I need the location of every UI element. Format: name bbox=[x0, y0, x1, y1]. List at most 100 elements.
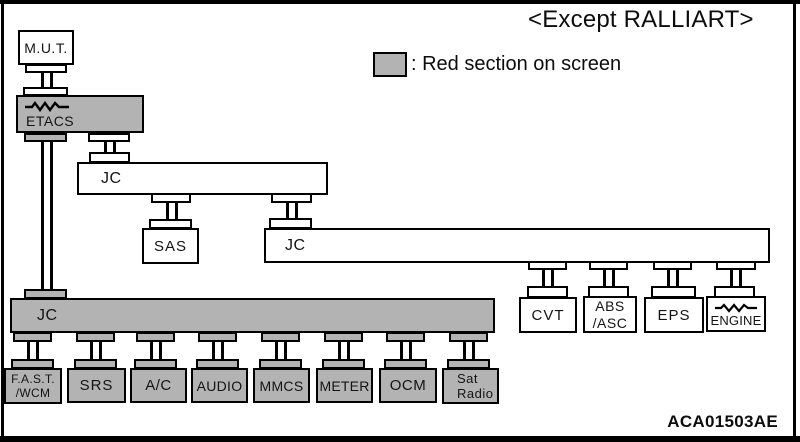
abs-asc-label-line2: /ASC bbox=[592, 314, 628, 331]
audio-label: AUDIO bbox=[196, 377, 243, 394]
connector-etacs-jclower-bar-top bbox=[24, 133, 67, 142]
connector-jclower-audio-bar-top bbox=[198, 332, 237, 342]
connector-jclower-satradio-bar-bottom bbox=[447, 359, 490, 369]
connector-jcmiddle-engine-bar-bottom bbox=[714, 286, 755, 298]
ac-label: A/C bbox=[145, 377, 172, 394]
connector-jcmiddle-cvt-bar-bottom bbox=[527, 286, 568, 298]
node-mmcs: MMCS bbox=[253, 368, 310, 403]
frame-border-right bbox=[793, 0, 796, 442]
node-etacs: ETACS bbox=[16, 95, 144, 133]
connector-jcmiddle-absasc-bar-bottom bbox=[588, 286, 629, 298]
srs-label: SRS bbox=[79, 377, 114, 394]
connector-jclower-mmcs-lines bbox=[275, 341, 287, 360]
connector-etacs-jclower-trunk-lines bbox=[41, 140, 53, 291]
node-engine: ENGINE bbox=[706, 296, 766, 332]
node-sas: SAS bbox=[142, 228, 199, 264]
sat-radio-label-line1: Sat bbox=[457, 370, 479, 386]
sas-label: SAS bbox=[153, 237, 187, 255]
connector-jclower-srs-bar-top bbox=[76, 332, 115, 342]
connector-jcmiddle-cvt-lines bbox=[542, 268, 554, 288]
termination-resistor-icon bbox=[25, 101, 69, 112]
node-fast-wcm: F.A.S.T. /WCM bbox=[4, 368, 62, 404]
engine-label: ENGINE bbox=[710, 312, 762, 328]
connector-jclower-fastwcm-lines bbox=[27, 341, 39, 360]
node-mut: M.U.T. bbox=[18, 30, 74, 65]
connector-jcmiddle-engine-lines bbox=[730, 268, 742, 288]
connector-jcmiddle-eps-bar-bottom bbox=[651, 286, 696, 298]
fast-wcm-label-line1: F.A.S.T. bbox=[11, 371, 55, 386]
connector-jclower-mmcs-bar-top bbox=[261, 332, 300, 342]
connector-jclower-meter-bar-top bbox=[324, 332, 363, 342]
cvt-label: CVT bbox=[531, 306, 565, 324]
node-audio: AUDIO bbox=[191, 368, 248, 403]
mut-label: M.U.T. bbox=[24, 39, 68, 56]
legend-label: : Red section on screen bbox=[411, 53, 622, 75]
etacs-label: ETACS bbox=[26, 113, 75, 129]
node-ocm: OCM bbox=[379, 368, 437, 403]
frame-border-left bbox=[1, 0, 4, 442]
connector-mut-etacs-bar-bottom bbox=[23, 87, 68, 96]
frame-border-top bbox=[0, 0, 800, 4]
connector-etacs-jcupper-bar-top bbox=[88, 133, 130, 142]
ocm-label: OCM bbox=[389, 377, 427, 394]
connector-jclower-fastwcm-bar-bottom bbox=[11, 359, 54, 369]
connector-jcupper-jcmiddle-bar-top bbox=[271, 193, 312, 203]
node-abs-asc: ABS /ASC bbox=[583, 296, 637, 333]
connector-jclower-audio-bar-bottom bbox=[196, 359, 239, 369]
connector-jcmiddle-absasc-lines bbox=[603, 268, 615, 288]
node-srs: SRS bbox=[67, 368, 126, 403]
connector-jcupper-sas-lines bbox=[166, 202, 178, 221]
legend-swatch bbox=[373, 52, 407, 77]
connector-jcupper-jcmiddle-bar-bottom bbox=[269, 218, 312, 229]
connector-jclower-ocm-bar-bottom bbox=[384, 359, 427, 369]
connector-jclower-satradio-bar-top bbox=[449, 332, 488, 342]
node-cvt: CVT bbox=[519, 297, 577, 333]
node-eps: EPS bbox=[644, 297, 704, 333]
connector-jclower-audio-lines bbox=[212, 341, 224, 360]
node-ac: A/C bbox=[130, 368, 187, 403]
connector-jcmiddle-eps-bar-top bbox=[653, 261, 692, 270]
node-jc-lower: JC bbox=[10, 298, 495, 333]
connector-jcupper-sas-bar-top bbox=[151, 193, 191, 203]
jc-middle-label: JC bbox=[285, 236, 306, 254]
node-meter: METER bbox=[316, 368, 373, 403]
connector-jclower-srs-bar-bottom bbox=[74, 359, 117, 369]
eps-label: EPS bbox=[657, 306, 691, 324]
connector-jclower-meter-lines bbox=[338, 341, 350, 360]
connector-jcupper-sas-bar-bottom bbox=[149, 219, 192, 229]
connector-jcmiddle-absasc-bar-top bbox=[589, 261, 628, 270]
connector-jcupper-jcmiddle-lines bbox=[286, 202, 298, 220]
connector-jclower-meter-bar-bottom bbox=[322, 359, 365, 369]
connector-etacs-jcupper-lines bbox=[104, 140, 116, 154]
sat-radio-label-line2: Radio bbox=[457, 386, 494, 401]
node-jc-middle: JC bbox=[264, 228, 770, 263]
abs-asc-label-line1: ABS bbox=[595, 297, 625, 314]
connector-jclower-fastwcm-bar-top bbox=[13, 332, 52, 342]
connector-jclower-srs-lines bbox=[90, 341, 102, 360]
connector-etacs-jcupper-bar-bottom bbox=[89, 152, 130, 163]
meter-label: METER bbox=[319, 377, 370, 394]
node-jc-upper: JC bbox=[77, 162, 328, 195]
termination-resistor-icon bbox=[715, 302, 757, 313]
connector-mut-etacs-bar-top bbox=[25, 64, 67, 73]
connector-jclower-ocm-bar-top bbox=[386, 332, 425, 342]
fast-wcm-label-line2: /WCM bbox=[15, 386, 51, 400]
connector-jclower-satradio-lines bbox=[463, 341, 475, 360]
frame-border-bottom bbox=[0, 436, 800, 442]
connector-jcmiddle-eps-lines bbox=[667, 268, 679, 288]
jc-lower-label: JC bbox=[37, 306, 58, 324]
connector-jclower-ac-lines bbox=[150, 341, 162, 360]
connector-mut-etacs-lines bbox=[41, 71, 53, 89]
jc-upper-label: JC bbox=[101, 169, 122, 187]
connector-jclower-ac-bar-bottom bbox=[134, 359, 177, 369]
connector-jcmiddle-engine-bar-top bbox=[716, 261, 756, 270]
mmcs-label: MMCS bbox=[259, 377, 304, 394]
diagram-title: <Except RALLIART> bbox=[528, 6, 754, 33]
connector-jclower-ac-bar-top bbox=[136, 332, 175, 342]
connector-etacs-jclower-bar-bottom bbox=[24, 289, 67, 299]
connector-jclower-ocm-lines bbox=[400, 341, 412, 360]
figure-code: ACA01503AE bbox=[667, 412, 778, 431]
connector-jclower-mmcs-bar-bottom bbox=[259, 359, 302, 369]
connector-jcmiddle-cvt-bar-top bbox=[528, 261, 567, 270]
